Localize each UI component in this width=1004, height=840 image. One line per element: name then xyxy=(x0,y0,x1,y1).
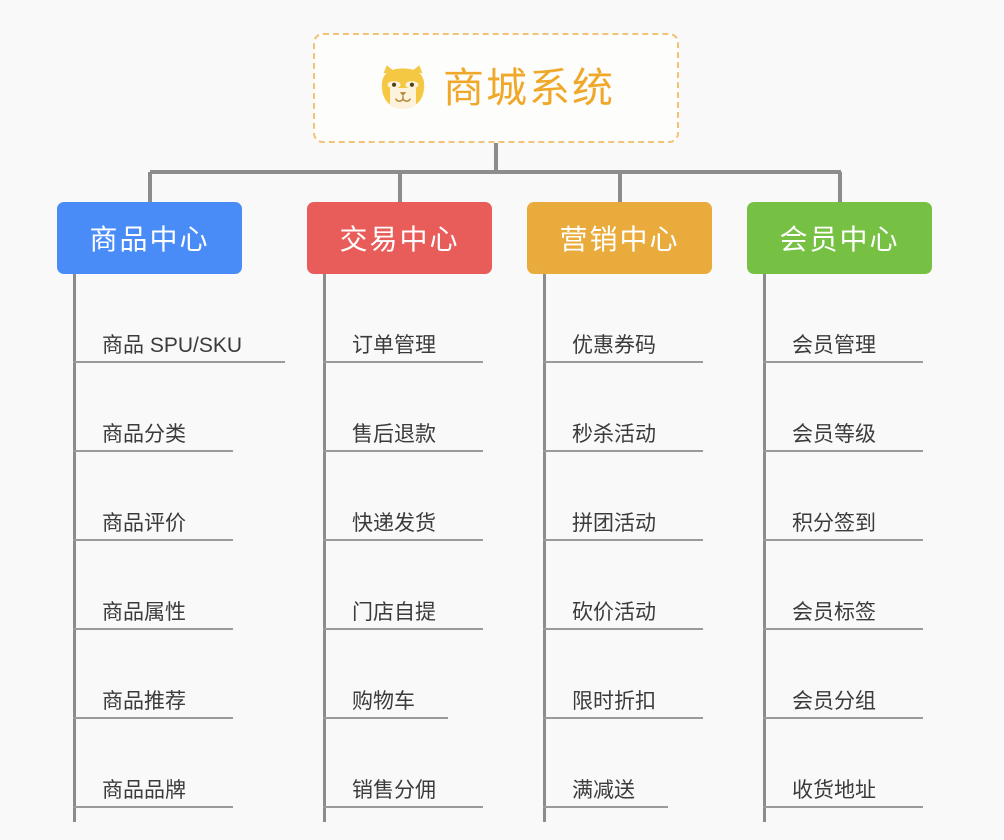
category-box-marketing-center[interactable]: 营销中心 xyxy=(527,202,712,274)
item-label: 砍价活动 xyxy=(572,600,656,624)
list-item[interactable]: 门店自提 xyxy=(307,541,497,630)
item-label: 门店自提 xyxy=(352,600,436,624)
item-underline xyxy=(763,717,923,719)
column-rail xyxy=(323,274,326,822)
item-underline xyxy=(323,361,483,363)
item-underline xyxy=(73,806,233,808)
list-item[interactable]: 商品推荐 xyxy=(57,630,247,719)
item-underline xyxy=(543,806,668,808)
item-label: 快递发货 xyxy=(352,511,436,535)
column-rail xyxy=(763,274,766,822)
item-label: 售后退款 xyxy=(352,422,436,446)
item-label: 优惠券码 xyxy=(572,333,656,357)
item-list-member-center: 会员管理 会员等级 积分签到 会员标签 会员分组 xyxy=(747,274,937,808)
column-rail xyxy=(543,274,546,822)
root-node[interactable]: 商城系统 xyxy=(313,33,679,143)
column-product-center: 商品中心 商品 SPU/SKU 商品分类 商品评价 商品属性 xyxy=(57,202,285,822)
item-label: 商品推荐 xyxy=(102,689,186,713)
list-item[interactable]: 秒杀活动 xyxy=(527,363,717,452)
item-label: 积分签到 xyxy=(792,511,876,535)
item-label: 销售分佣 xyxy=(352,778,436,802)
item-label: 商品属性 xyxy=(102,600,186,624)
item-label: 购物车 xyxy=(352,689,415,713)
item-underline xyxy=(763,628,923,630)
category-box-product-center[interactable]: 商品中心 xyxy=(57,202,242,274)
category-label: 交易中心 xyxy=(339,224,460,255)
item-underline xyxy=(763,806,923,808)
list-item[interactable]: 会员管理 xyxy=(747,274,937,363)
list-item[interactable]: 拼团活动 xyxy=(527,452,717,541)
list-item[interactable]: 售后退款 xyxy=(307,363,497,452)
item-underline xyxy=(323,806,483,808)
list-item[interactable]: 会员分组 xyxy=(747,630,937,719)
item-underline xyxy=(543,450,703,452)
item-list-product-center: 商品 SPU/SKU 商品分类 商品评价 商品属性 商品推荐 xyxy=(57,274,285,808)
category-label: 营销中心 xyxy=(559,224,680,255)
item-underline xyxy=(73,717,233,719)
item-label: 会员管理 xyxy=(792,333,876,357)
item-list-trade-center: 订单管理 售后退款 快递发货 门店自提 购物车 xyxy=(307,274,497,808)
list-item[interactable]: 商品品牌 xyxy=(57,719,247,808)
list-item[interactable]: 订单管理 xyxy=(307,274,497,363)
list-item[interactable]: 销售分佣 xyxy=(307,719,497,808)
column-member-center: 会员中心 会员管理 会员等级 积分签到 会员标签 xyxy=(747,202,937,822)
item-underline xyxy=(323,628,483,630)
item-underline xyxy=(323,539,483,541)
item-label: 限时折扣 xyxy=(572,689,656,713)
category-box-trade-center[interactable]: 交易中心 xyxy=(307,202,492,274)
item-underline xyxy=(543,717,703,719)
list-item[interactable]: 会员标签 xyxy=(747,541,937,630)
item-list-marketing-center: 优惠券码 秒杀活动 拼团活动 砍价活动 限时折扣 xyxy=(527,274,717,808)
list-item[interactable]: 商品属性 xyxy=(57,541,247,630)
item-underline xyxy=(73,539,233,541)
list-item[interactable]: 收货地址 xyxy=(747,719,937,808)
item-underline xyxy=(73,361,285,363)
item-underline xyxy=(73,450,233,452)
item-underline xyxy=(323,450,483,452)
category-label: 商品中心 xyxy=(89,224,210,255)
item-label: 满减送 xyxy=(572,778,635,802)
item-label: 秒杀活动 xyxy=(572,422,656,446)
item-underline xyxy=(763,450,923,452)
item-underline xyxy=(543,539,703,541)
item-label: 商品 SPU/SKU xyxy=(102,333,243,357)
column-trade-center: 交易中心 订单管理 售后退款 快递发货 门店自提 xyxy=(307,202,497,822)
item-label: 拼团活动 xyxy=(572,511,656,535)
item-label: 订单管理 xyxy=(352,333,436,357)
list-item[interactable]: 商品评价 xyxy=(57,452,247,541)
item-underline xyxy=(543,628,703,630)
list-item[interactable]: 会员等级 xyxy=(747,363,937,452)
item-label: 商品评价 xyxy=(102,511,186,535)
item-label: 会员等级 xyxy=(792,422,876,446)
category-box-member-center[interactable]: 会员中心 xyxy=(747,202,932,274)
list-item[interactable]: 限时折扣 xyxy=(527,630,717,719)
list-item[interactable]: 砍价活动 xyxy=(527,541,717,630)
list-item[interactable]: 商品分类 xyxy=(57,363,247,452)
column-marketing-center: 营销中心 优惠券码 秒杀活动 拼团活动 砍价活动 xyxy=(527,202,717,822)
list-item[interactable]: 快递发货 xyxy=(307,452,497,541)
column-rail xyxy=(73,274,76,822)
root-title: 商城系统 xyxy=(443,64,615,111)
list-item[interactable]: 满减送 xyxy=(527,719,717,808)
item-label: 会员标签 xyxy=(792,600,876,624)
shiba-dog-face-icon xyxy=(381,65,425,110)
item-underline xyxy=(73,628,233,630)
category-columns: 商品中心 商品 SPU/SKU 商品分类 商品评价 商品属性 xyxy=(0,202,1004,840)
item-underline xyxy=(323,717,448,719)
list-item[interactable]: 商品 SPU/SKU xyxy=(57,274,285,363)
item-underline xyxy=(543,361,703,363)
item-label: 商品分类 xyxy=(102,422,186,446)
item-label: 商品品牌 xyxy=(102,778,186,802)
list-item[interactable]: 购物车 xyxy=(307,630,497,719)
item-underline xyxy=(763,539,923,541)
item-underline xyxy=(763,361,923,363)
category-label: 会员中心 xyxy=(779,224,900,255)
item-label: 会员分组 xyxy=(792,689,876,713)
list-item[interactable]: 优惠券码 xyxy=(527,274,717,363)
list-item[interactable]: 积分签到 xyxy=(747,452,937,541)
item-label: 收货地址 xyxy=(792,778,876,802)
